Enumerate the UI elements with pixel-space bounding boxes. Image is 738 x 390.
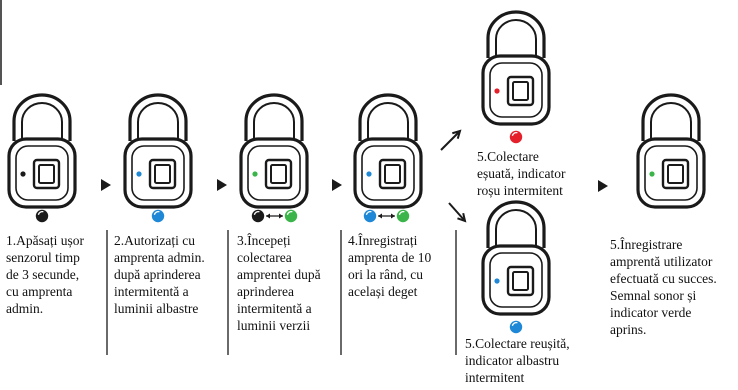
- sensor-pad: [384, 164, 401, 184]
- final-lock: [636, 93, 706, 209]
- led-light: [366, 171, 372, 177]
- shackle-inner: [21, 102, 63, 141]
- led-light: [494, 88, 500, 94]
- sensor-frame: [148, 158, 177, 190]
- double-arrow-head-left: [378, 213, 382, 219]
- sensor-pad: [512, 81, 529, 101]
- failure-indicator-shine: [511, 132, 518, 137]
- arrow-right-icon: [101, 179, 111, 191]
- shackle-inner: [495, 19, 537, 58]
- step-3-indicator-a-shine: [253, 211, 260, 216]
- lock-face: [361, 145, 415, 201]
- step-1-text: 1.Apăsați ușor senzorul timp de 3 secund…: [6, 233, 84, 316]
- sensor-frame: [506, 75, 535, 107]
- lock-face: [489, 62, 543, 118]
- success-text: 5.Colectare reușită, indicator albastru …: [465, 336, 570, 385]
- sensor-frame: [264, 158, 293, 190]
- sensor-pad: [38, 164, 55, 184]
- arrow-right-icon: [598, 180, 608, 192]
- failure-text: 5.Colectare eșuată, indicator roșu inter…: [477, 149, 566, 198]
- shackle: [12, 93, 72, 141]
- sensor-pad: [667, 164, 684, 184]
- step-3-text: 3.Începeți colectarea amprentei după apr…: [237, 233, 321, 333]
- step-2-lock: [123, 93, 193, 209]
- diagonal-arrow-icon: [440, 130, 461, 151]
- shackle-inner: [650, 102, 692, 141]
- double-arrow-head-right: [279, 213, 283, 219]
- led-light: [649, 171, 655, 177]
- failure-lock: [481, 10, 551, 126]
- sensor-frame: [506, 265, 535, 297]
- step-4-indicator-b-shine: [398, 211, 405, 216]
- sensor-frame: [32, 158, 61, 190]
- lock-face: [644, 145, 698, 201]
- shackle: [486, 10, 546, 58]
- led-light: [494, 278, 500, 284]
- step-4-lock: [353, 93, 423, 209]
- sensor-frame: [661, 158, 690, 190]
- arrow-right-icon: [217, 179, 227, 191]
- sensor-frame: [378, 158, 407, 190]
- shackle-inner: [495, 209, 537, 248]
- led-light: [20, 171, 26, 177]
- success-lock: [481, 200, 551, 316]
- diagonal-arrow-icon-head: [452, 129, 462, 139]
- step-4-text: 4.Înregistrați amprenta de 10 ori la rân…: [348, 233, 432, 299]
- shackle: [358, 93, 418, 141]
- double-arrow-head-left: [266, 213, 270, 219]
- diagonal-arrow-icon-down: [448, 202, 466, 222]
- step-4-indicator-a-shine: [365, 211, 372, 216]
- double-arrow-head-right: [391, 213, 395, 219]
- sensor-pad: [512, 271, 529, 291]
- step-1-lock: [7, 93, 77, 209]
- shackle: [641, 93, 701, 141]
- step-2-indicator-shine: [153, 211, 160, 216]
- lock-face: [247, 145, 301, 201]
- lock-face: [15, 145, 69, 201]
- final-text: 5.Înregistrare amprentă utilizator efect…: [610, 237, 717, 337]
- success-indicator-shine: [511, 322, 518, 327]
- sensor-pad: [154, 164, 171, 184]
- led-light: [136, 171, 142, 177]
- shackle: [128, 93, 188, 141]
- step-3-lock: [239, 93, 309, 209]
- shackle-inner: [253, 102, 295, 141]
- step-1-indicator-shine: [37, 211, 44, 216]
- sensor-pad: [270, 164, 287, 184]
- step-3-indicator-b-shine: [286, 211, 293, 216]
- lock-face: [131, 145, 185, 201]
- shackle: [486, 200, 546, 248]
- step-2-text: 2.Autorizați cu amprenta admin. după apr…: [114, 233, 205, 316]
- shackle: [244, 93, 304, 141]
- led-light: [252, 171, 258, 177]
- shackle-inner: [367, 102, 409, 141]
- shackle-inner: [137, 102, 179, 141]
- diagonal-arrow-icon-down-head: [457, 212, 467, 223]
- arrow-right-icon: [332, 179, 342, 191]
- lock-face: [489, 252, 543, 308]
